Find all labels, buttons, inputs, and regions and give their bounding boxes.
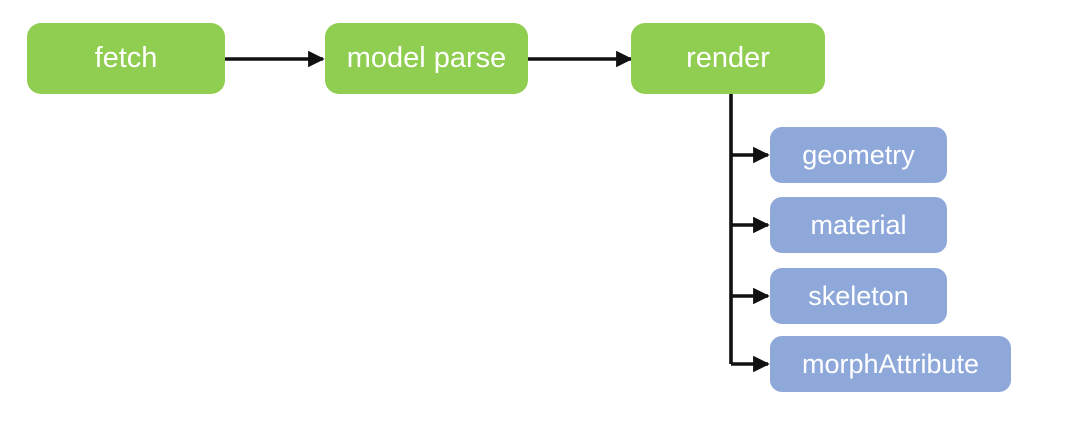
node-skeleton: skeleton — [770, 268, 947, 324]
node-label: geometry — [802, 139, 915, 170]
node-render: render — [631, 23, 825, 94]
node-material: material — [770, 197, 947, 253]
node-geometry: geometry — [770, 127, 947, 183]
node-model-parse: model parse — [325, 23, 528, 94]
node-label: morphAttribute — [801, 348, 980, 379]
node-label: fetch — [94, 42, 158, 74]
node-label: model parse — [346, 42, 507, 74]
node-label: skeleton — [808, 280, 909, 311]
node-label: render — [686, 42, 770, 74]
node-morph-attribute: morphAttribute — [770, 336, 1011, 392]
node-fetch: fetch — [27, 23, 225, 94]
node-label: material — [810, 209, 907, 240]
